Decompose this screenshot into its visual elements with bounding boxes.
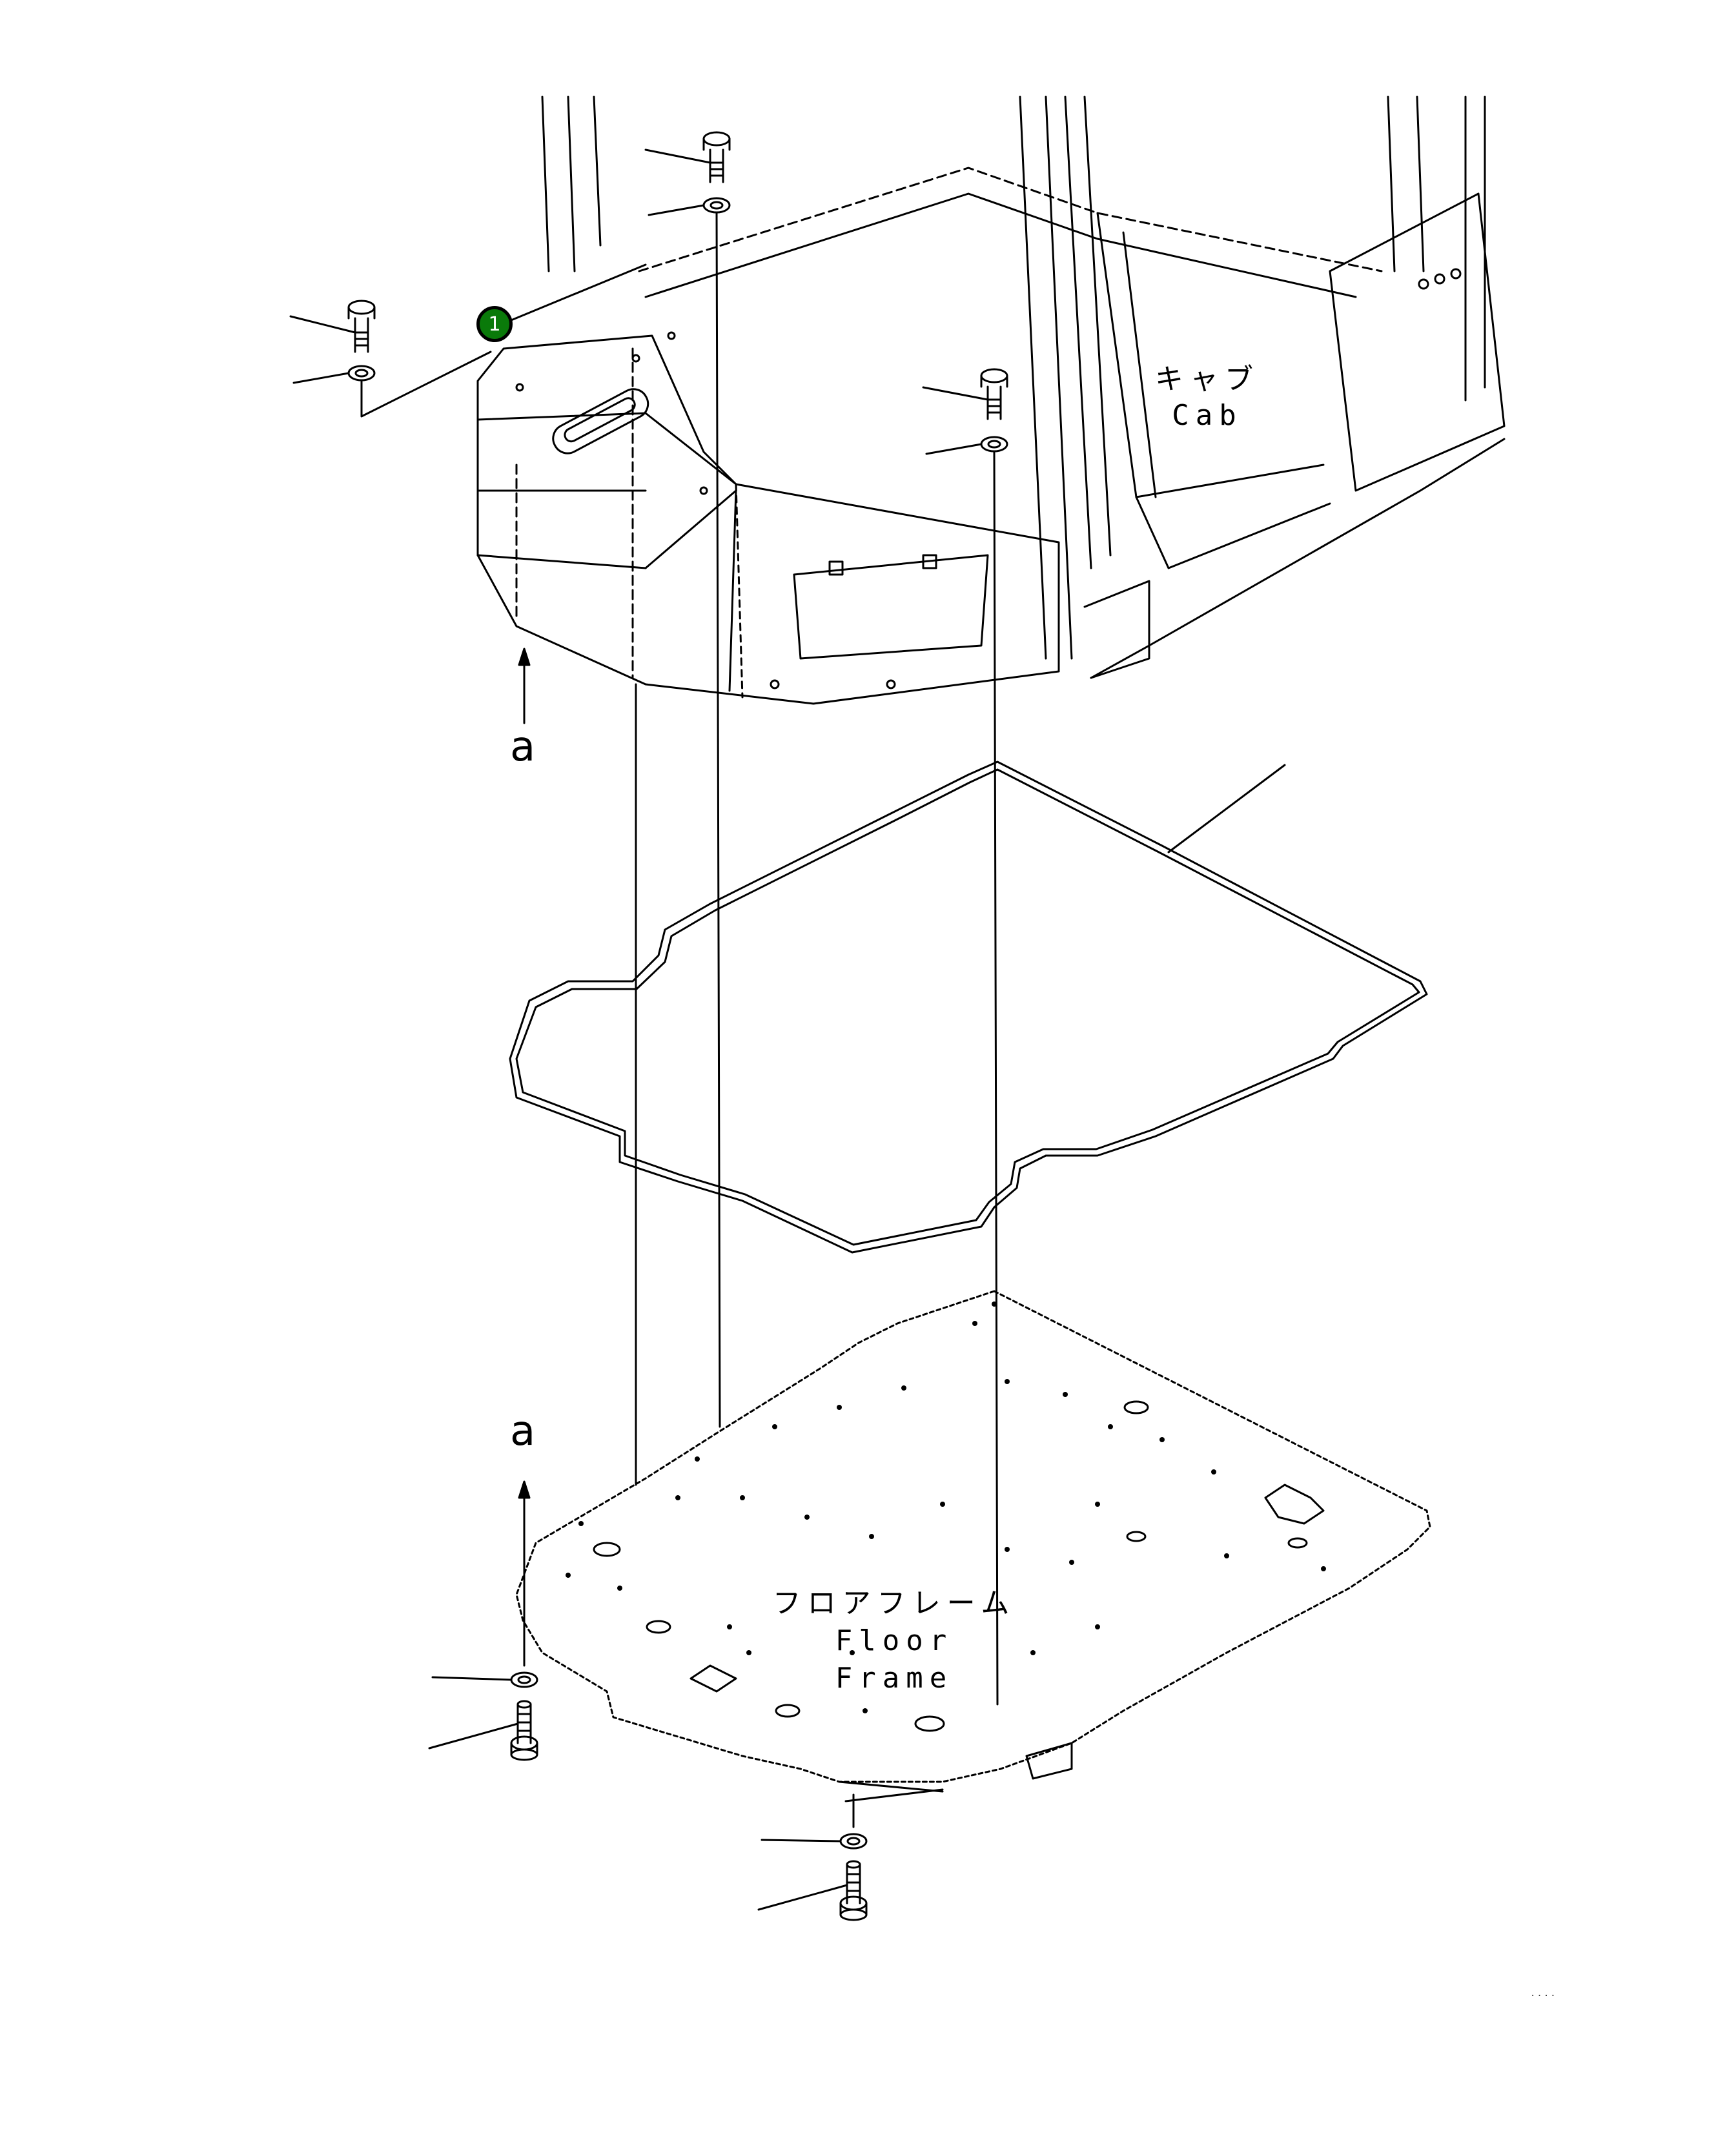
view-arrow-top: [518, 648, 531, 724]
cab-assembly: [476, 96, 1506, 705]
washer-top-left: [292, 351, 492, 418]
view-arrow-bottom: [518, 1480, 531, 1551]
floor-frame-label: フロアフレーム Floor Frame: [771, 1585, 1017, 1697]
cab-label-en: Cab: [1172, 399, 1243, 432]
bolt-top-left: [289, 300, 376, 353]
view-label-bottom: a: [510, 1407, 536, 1455]
cab-label: キャブ Cab: [1143, 362, 1272, 434]
floor-frame-label-en: Floor Frame: [835, 1624, 954, 1695]
cab-label-jp: キャブ: [1155, 363, 1260, 396]
floor-frame-label-jp: フロアフレーム: [772, 1587, 1016, 1620]
bolt-bottom-center: [757, 1860, 868, 1921]
washer-center-right: [925, 436, 1008, 1706]
callout-badge-1[interactable]: 1: [476, 306, 513, 342]
leader-line: [1167, 764, 1286, 853]
bolt-bottom-left: [428, 1700, 538, 1761]
view-label-top: a: [510, 723, 536, 771]
washer-top-center: [648, 197, 731, 1428]
washer-bottom-left: [431, 1548, 538, 1688]
bolt-center-right: [922, 368, 1008, 420]
drawing-stamp: ....: [1530, 1988, 1557, 1999]
callout-leader: [496, 263, 647, 327]
bolt-top-center: [644, 131, 731, 183]
seal-gasket: [509, 760, 1428, 1254]
floor-frame: [515, 1290, 1431, 1802]
washer-bottom-center: [761, 1793, 868, 1850]
